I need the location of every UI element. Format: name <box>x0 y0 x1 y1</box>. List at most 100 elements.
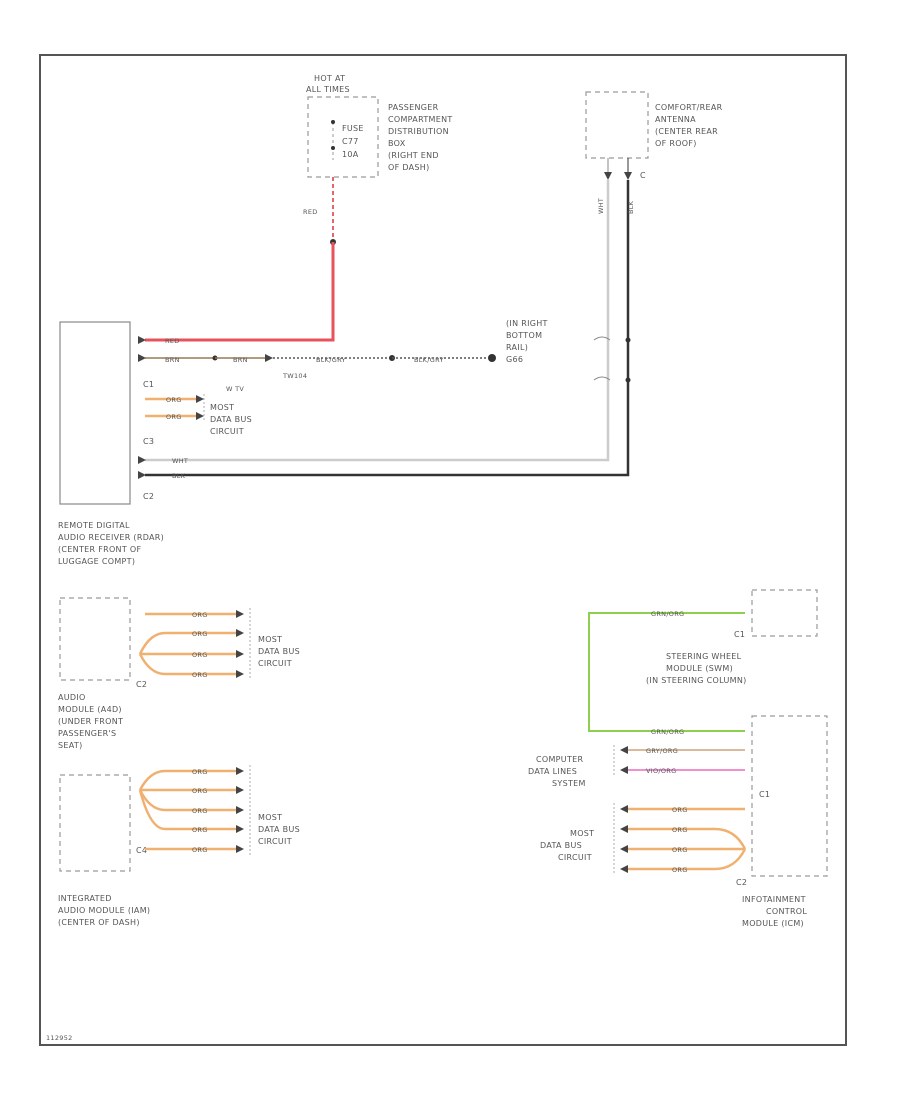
audio-module-label-1: AUDIO <box>58 693 86 702</box>
iam-label-1: INTEGRATED <box>58 894 112 903</box>
connector-w-tv-label: W TV <box>226 385 244 393</box>
iam-wire-5-label: ORG <box>192 846 208 854</box>
rdar-blk-pin-icon <box>138 471 146 479</box>
rdar-most-arrow-2-icon <box>196 412 204 420</box>
swm-label-2: MODULE (SWM) <box>666 664 733 673</box>
splice-label: TW104 <box>282 372 307 380</box>
antenna-label-3: (CENTER REAR <box>655 127 718 136</box>
iam-wire-4-label: ORG <box>192 826 208 834</box>
antenna-pin-a-icon <box>604 172 612 180</box>
icm-most-wires <box>628 807 747 871</box>
fuse-label-1: FUSE <box>342 124 364 133</box>
red-wire-label: RED <box>303 208 318 216</box>
antenna-label-4: OF ROOF) <box>655 139 697 148</box>
blk-gry-label-1: BLK/GRY <box>316 356 346 364</box>
icm-grn-wire-label: GRN/ORG <box>651 728 684 736</box>
iam-most-label-2: DATA BUS <box>258 825 300 834</box>
inline-connector-1-pin <box>625 337 631 343</box>
fuse-label-3: 10A <box>342 150 359 159</box>
icm-label-3: MODULE (ICM) <box>742 919 804 928</box>
rdar-wht-pin-icon <box>138 456 146 464</box>
iam-arrow-5-icon <box>236 845 244 853</box>
swm-connector: C1 <box>734 630 745 639</box>
splice-connector-icon <box>265 354 273 362</box>
audio-most-label-3: CIRCUIT <box>258 659 292 668</box>
iam-wire-3-label: ORG <box>192 807 208 815</box>
fuse-location-3: DISTRIBUTION <box>388 127 449 136</box>
audio-module-label-2: MODULE (A4D) <box>58 705 122 714</box>
audio-arrow-2-icon <box>236 629 244 637</box>
icm-data-link-3: SYSTEM <box>552 779 586 788</box>
fuse-label-2: C77 <box>342 137 359 146</box>
diagram-frame <box>39 54 847 1046</box>
icm-data-link-1: COMPUTER <box>536 755 584 764</box>
icm-vio-arrow-icon <box>620 766 628 774</box>
audio-wire-1-label: ORG <box>192 611 208 619</box>
iam-wire-1-label: ORG <box>192 768 208 776</box>
green-org-wire <box>588 612 745 732</box>
icm-gry-wire-label: GRY/ORG <box>646 747 678 755</box>
audio-module-wires <box>138 612 236 676</box>
swm-wire-label: GRN/ORG <box>651 610 684 618</box>
ground-label-3: RAIL) <box>506 343 528 352</box>
icm-gry-arrow-icon <box>620 746 628 754</box>
rdar-brn-pin-icon <box>138 354 146 362</box>
rdar-wht-wire-label: WHT <box>172 457 188 465</box>
iam-arrow-3-icon <box>236 806 244 814</box>
audio-wire-4 <box>138 653 236 676</box>
antenna-pin-b-icon <box>624 172 632 180</box>
fuse-location-1: PASSENGER <box>388 103 439 112</box>
rdar-most-label-3: CIRCUIT <box>210 427 244 436</box>
audio-arrow-3-icon <box>236 650 244 658</box>
audio-wire-4-label: ORG <box>192 671 208 679</box>
inline-connector-2 <box>593 376 611 381</box>
audio-wire-2 <box>138 631 236 655</box>
iam-label-2: AUDIO MODULE (IAM) <box>58 906 150 915</box>
icm-most-wire-4 <box>628 848 747 871</box>
rdar-c3-label: C3 <box>143 437 154 446</box>
audio-wire-3-label: ORG <box>192 651 208 659</box>
iam-arrow-1-icon <box>236 767 244 775</box>
icm-box <box>751 715 828 877</box>
iam-wire-1 <box>138 769 236 791</box>
rdar-label-2: AUDIO RECEIVER (RDAR) <box>58 533 164 542</box>
antenna-box <box>585 91 649 159</box>
rdar-module-box <box>59 321 131 505</box>
rdar-most-label-2: DATA BUS <box>210 415 252 424</box>
iam-wire-2-label: ORG <box>192 787 208 795</box>
audio-arrow-4-icon <box>236 670 244 678</box>
swm-label-1: STEERING WHEEL <box>666 652 742 661</box>
audio-arrow-1-icon <box>236 610 244 618</box>
brn-wire-label: BRN <box>165 356 180 364</box>
icm-most-wire-1-label: ORG <box>672 806 688 814</box>
antenna-label-2: ANTENNA <box>655 115 696 124</box>
icm-most-wire-3-label: ORG <box>672 846 688 854</box>
fuse-hot-label-1: HOT AT <box>314 74 345 83</box>
icm-most-wire-2 <box>628 827 747 850</box>
icm-label-2: CONTROL <box>766 907 807 916</box>
audio-wire-2-label: ORG <box>192 630 208 638</box>
rdar-red-wire-label: RED <box>165 337 180 345</box>
rdar-label-1: REMOTE DIGITAL <box>58 521 130 530</box>
rdar-red-pin-icon <box>138 336 146 344</box>
fuse-terminal-top <box>331 120 335 124</box>
icm-data-link-2: DATA LINES <box>528 767 577 776</box>
fuse-hot-label-2: ALL TIMES <box>306 85 350 94</box>
inline-connector-1 <box>593 336 611 341</box>
fuse-location-5: (RIGHT END <box>388 151 439 160</box>
rdar-c1-label: C1 <box>143 380 154 389</box>
iam-module-box <box>59 774 131 872</box>
audio-most-label-1: MOST <box>258 635 282 644</box>
rdar-most-label-1: MOST <box>210 403 234 412</box>
inline-connector-2-pin <box>625 377 631 383</box>
iam-most-label-3: CIRCUIT <box>258 837 292 846</box>
iam-wires <box>138 769 236 851</box>
iam-label-3: (CENTER OF DASH) <box>58 918 140 927</box>
icm-most-arrow-3-icon <box>620 845 628 853</box>
icm-most-arrow-1-icon <box>620 805 628 813</box>
iam-wire-4 <box>138 789 236 831</box>
blk-gry-label-2: BLK/GRY <box>414 356 444 364</box>
rdar-most-wire-2-label: ORG <box>166 413 182 421</box>
icm-label-1: INFOTAINMENT <box>742 895 806 904</box>
